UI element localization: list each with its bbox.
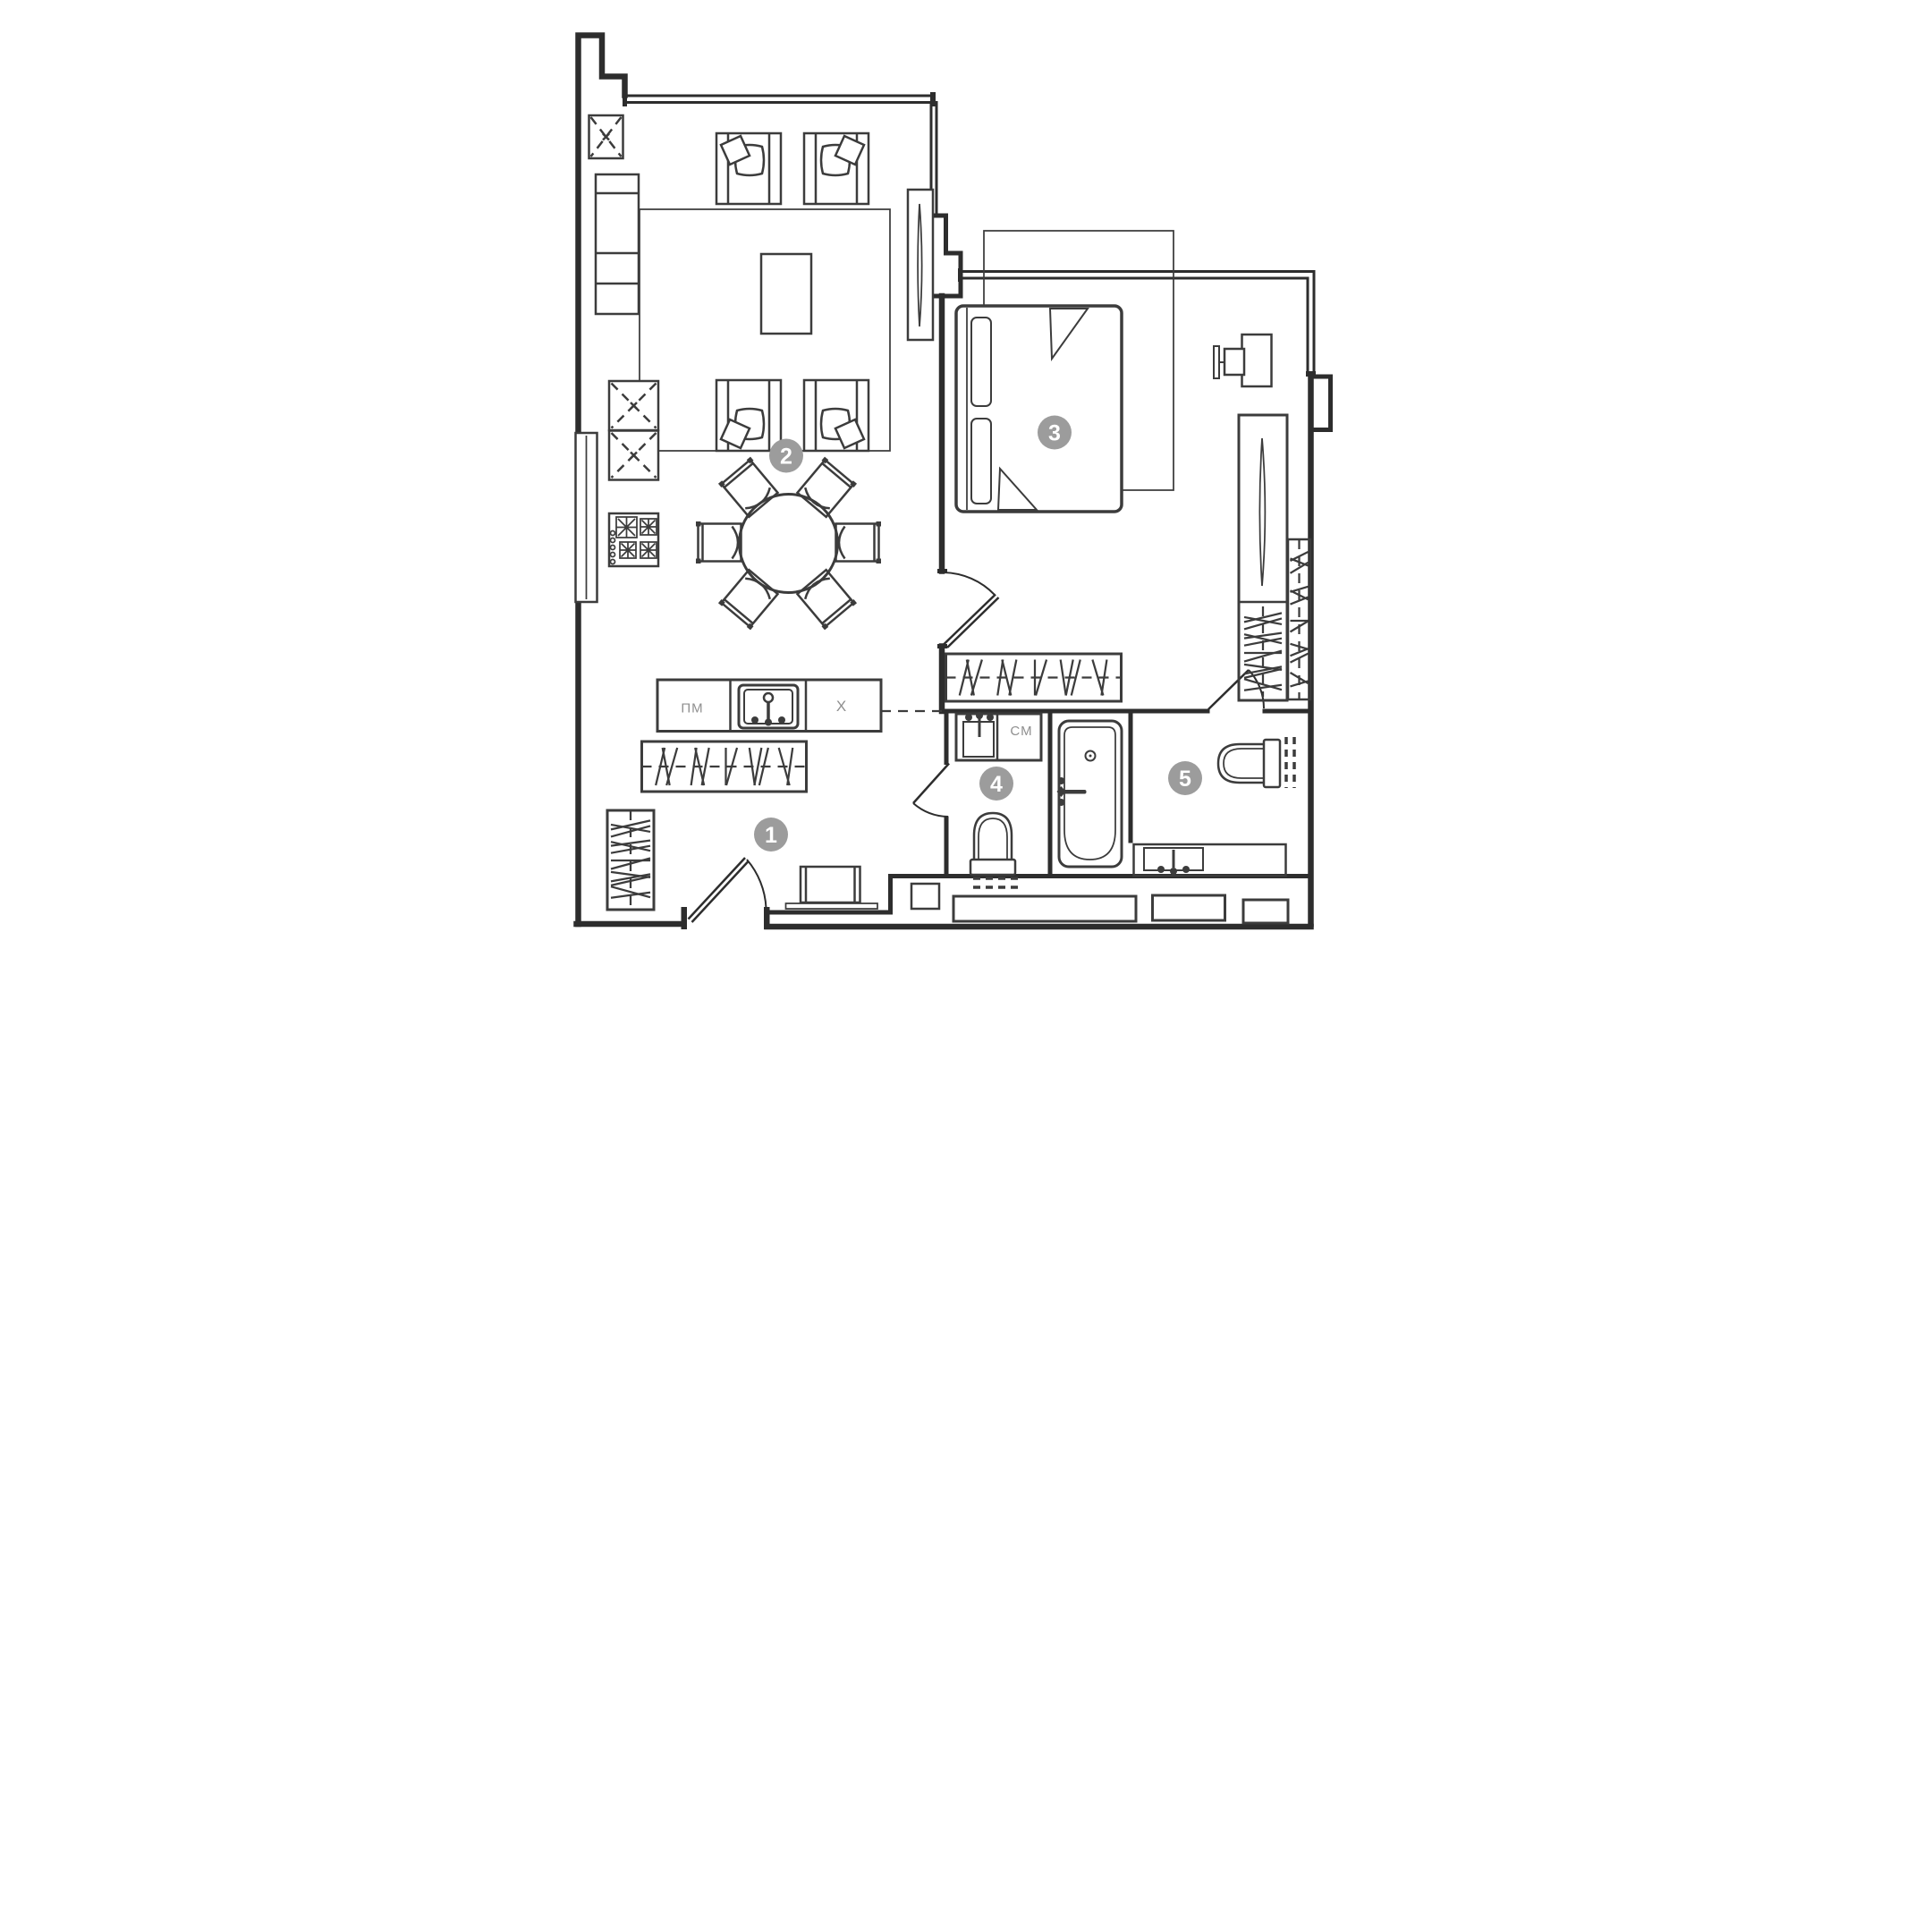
armchair-top-left [715,131,783,206]
room-badge-4: 4 [979,767,1013,801]
hall-wardrobe-top [640,740,808,793]
bedroom-wardrobe-right-hangers [1289,550,1309,688]
room-badge-2-number: 2 [780,445,792,470]
kitchen-sink-icon [737,683,800,730]
desk [1213,333,1273,388]
floor-plan-page: ПМ X [483,0,1449,966]
floor-plan-canvas: ПМ X [483,0,1449,966]
bedroom-wardrobe-south-hangers [958,659,1108,696]
outer-walls [573,32,1333,930]
room-badge-5-number: 5 [1179,767,1191,792]
bedroom-wardrobe-column [1237,413,1289,702]
service-shafts [910,882,1290,925]
room-badge-1-number: 1 [765,823,777,848]
stove [607,512,660,568]
fridge-label: X [836,698,847,715]
room-badge-4-number: 4 [990,772,1003,797]
hall-wardrobe-top-hangers [655,747,794,786]
armchair-bottom-right [802,378,870,453]
bedroom-door [943,572,1000,648]
wc-sink: СМ [954,712,1043,762]
partition-walls [881,292,1313,878]
kitchen-cabinet-column [607,379,660,481]
wc-toilet-icon [969,811,1020,889]
hall-wardrobe-left [606,809,656,911]
bathroom-toilet-icon [1216,737,1296,789]
kitchen-counter: ПМ X [656,678,883,733]
coffee-table [759,252,813,335]
armchair-bottom-left [715,378,783,453]
room-badge-1: 1 [754,818,788,852]
bedroom-wardrobe-south-band [945,652,1123,703]
room-badge-3: 3 [1038,415,1072,450]
kitchen-tall-cabinet [588,114,624,160]
armchair-top-right [802,131,870,206]
hall-wardrobe-left-hangers [610,819,651,899]
room-badge-5: 5 [1168,761,1202,795]
dishwasher-label: ПМ [681,701,703,716]
tv-unit [906,188,935,342]
bathtub [1056,719,1123,869]
washing-machine-label: СМ [1010,724,1032,739]
entrance-door [687,857,767,923]
dining-table [694,455,883,631]
bedroom-wardrobe-column-hangers [1243,612,1283,691]
room-badge-3-number: 3 [1048,421,1061,446]
bedroom-wardrobe-right-band [1286,538,1312,701]
wc-door [912,762,950,818]
shoe-bench [784,865,878,910]
bed [954,304,1123,513]
bathroom-sink [1132,843,1287,877]
room-badge-2: 2 [769,438,803,473]
shelving-unit [594,173,640,316]
bathtub-faucet-icon [1056,777,1087,806]
